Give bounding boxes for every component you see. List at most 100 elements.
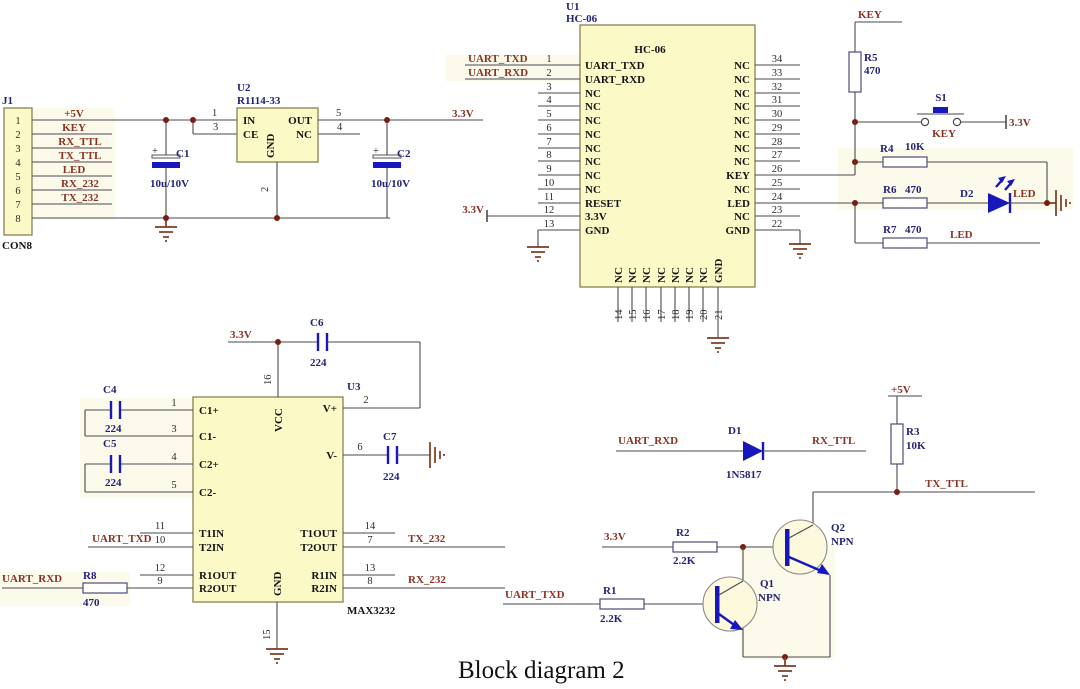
regulator-u2: U2 R1114-33 IN CE OUT NC GND 1 3 5 4 2 3… <box>212 82 483 218</box>
pin-number: 2 <box>15 130 20 141</box>
net-label-3v3: 3.3V <box>230 329 252 341</box>
net-label-uart-txd: UART_TXD <box>92 533 152 545</box>
pin-number: 30 <box>772 109 783 120</box>
r7-value: 470 <box>905 224 922 236</box>
u3-ref: U3 <box>347 381 361 393</box>
resistor-r4: R4 10K <box>855 141 1048 203</box>
pin-name: UART_TXD <box>585 60 645 72</box>
pin-name: NC <box>585 170 601 182</box>
c5-ref: C5 <box>103 438 117 450</box>
pin-name: 3.3V <box>585 211 607 223</box>
transistor-q2: Q2 NPN <box>772 519 854 657</box>
pin-number: 21 <box>714 310 725 321</box>
max3232-u3: U3 MAX3232 3.3V C6 224 16 VCC C4 224 <box>2 317 505 664</box>
pin-number: 34 <box>772 54 783 65</box>
pin-number: 6 <box>546 123 551 134</box>
pin-name: V- <box>326 450 337 462</box>
pin-number: 13 <box>365 563 376 574</box>
pin-number: 4 <box>15 158 21 169</box>
pin-name: NC <box>585 115 601 127</box>
pin-number: 26 <box>772 164 783 175</box>
r7-ref: R7 <box>883 224 897 236</box>
net-label-tx232: TX_232 <box>408 533 446 545</box>
pin-number: 8 <box>15 214 20 225</box>
pin-name: NC <box>734 88 750 100</box>
net-label: KEY <box>62 122 86 134</box>
net-label: TX_TTL <box>59 150 102 162</box>
c1-value: 10u/10V <box>150 178 189 190</box>
pin-number: 29 <box>772 123 783 134</box>
c1-ref: C1 <box>176 148 189 160</box>
ground-symbol <box>155 218 177 242</box>
pin-number: 7 <box>367 535 372 546</box>
pin-number: 6 <box>15 186 20 197</box>
polarity-plus: + <box>152 146 158 157</box>
pin-name: UART_RXD <box>585 74 645 86</box>
r6-ref: R6 <box>883 184 897 196</box>
u1-body <box>579 24 756 288</box>
pin-name: NC <box>585 156 601 168</box>
r8-value: 470 <box>83 597 100 609</box>
pin-number: 2 <box>363 395 368 406</box>
cap-c1: + C1 10u/10V <box>150 120 189 218</box>
q2-type: NPN <box>831 536 854 548</box>
net-label-key: KEY <box>858 9 882 21</box>
j1-ref: J1 <box>2 95 13 107</box>
pin-name: C1+ <box>199 405 219 417</box>
c6-ref: C6 <box>310 317 324 329</box>
pin-number: 13 <box>544 219 555 230</box>
pin-number: 8 <box>546 150 551 161</box>
ground-symbol <box>789 243 811 259</box>
pin-number: 11 <box>544 192 554 203</box>
pin-number: 5 <box>171 480 176 491</box>
resistor-r1: R1 2.2K <box>599 585 645 625</box>
pin-number: 6 <box>357 442 362 453</box>
cap-c5: C5 224 <box>84 438 193 493</box>
net-label: TX_232 <box>61 192 99 204</box>
q1-type: NPN <box>758 592 781 604</box>
pin-number: 14 <box>365 521 376 532</box>
pin-name: GND <box>713 259 725 284</box>
cap-c7: C7 224 <box>343 431 430 483</box>
pin-number: 2 <box>260 187 271 192</box>
pin-number: 16 <box>263 375 274 386</box>
page-title: Block diagram 2 <box>458 657 625 684</box>
pin-name: NC <box>698 267 710 283</box>
ground-symbol <box>707 337 729 353</box>
pin-name: CE <box>243 129 258 141</box>
c2-value: 10u/10V <box>371 178 410 190</box>
r2-ref: R2 <box>676 527 690 539</box>
pin-number: 28 <box>772 137 783 148</box>
pin-name: NC <box>734 184 750 196</box>
u1-part: HC-06 <box>566 13 598 25</box>
key-led-circuit: KEY R5 470 S1 KEY 3.3V R4 10K <box>848 9 1071 249</box>
net-label-3v3: 3.3V <box>462 204 484 216</box>
u2-ref: U2 <box>237 82 251 94</box>
pin-number: 4 <box>337 122 343 133</box>
pin-name: NC <box>734 129 750 141</box>
r1-ref: R1 <box>603 585 616 597</box>
pin-number: 10 <box>155 535 166 546</box>
pin-name: NC <box>585 184 601 196</box>
q1-ref: Q1 <box>760 578 774 590</box>
net-label: RX_232 <box>61 178 99 190</box>
pin-name: GND <box>272 572 284 597</box>
polarity-plus: + <box>373 146 379 157</box>
pin-number: 33 <box>772 68 783 79</box>
pin-number: 3 <box>15 144 20 155</box>
c4-ref: C4 <box>103 384 117 396</box>
cap-c4: C4 224 <box>84 384 193 437</box>
pin-number: 17 <box>657 310 668 321</box>
ground-symbol-sideways <box>429 442 445 468</box>
r4-value: 10K <box>905 141 925 153</box>
pin-number: 2 <box>546 68 551 79</box>
pin-name: NC <box>641 267 653 283</box>
pin-name: NC <box>734 143 750 155</box>
net-label: +5V <box>64 108 84 120</box>
pin-number: 12 <box>155 563 166 574</box>
power-section: + C1 10u/10V U2 R1114-33 IN CE OUT NC GN… <box>32 82 483 242</box>
r1-value: 2.2K <box>600 613 623 625</box>
pin-name: NC <box>684 267 696 283</box>
